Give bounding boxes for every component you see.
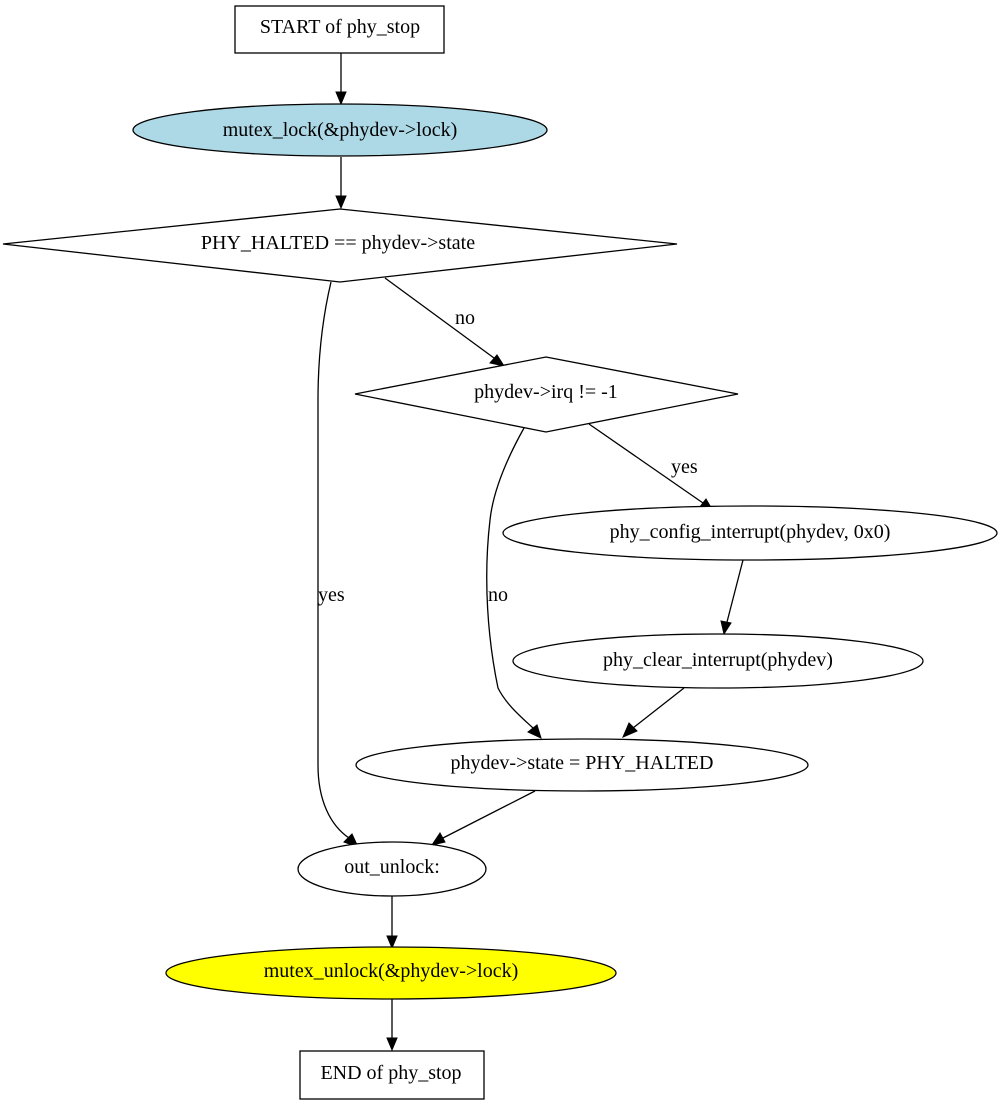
mutex-unlock-ellipse: [165, 946, 617, 1000]
halted-check-node: PHY_HALTED == phydev->state: [2, 208, 678, 283]
end-box: [299, 1050, 485, 1100]
halted-check-label: PHY_HALTED == phydev->state: [201, 232, 475, 254]
set-halted-label: phydev->state = PHY_HALTED: [451, 752, 714, 774]
set-halted-node: phydev->state = PHY_HALTED: [355, 738, 809, 792]
halted-check-diamond: [2, 208, 678, 283]
edge-halted-check-to-irq-check: [384, 277, 495, 359]
arrowhead: [386, 935, 398, 950]
out-unlock-label: out_unlock:: [344, 856, 440, 878]
arrowhead: [527, 724, 542, 739]
edge-label-yes: yes: [671, 456, 698, 478]
start-box: [234, 5, 445, 54]
end-label: END of phy_stop: [320, 1062, 461, 1084]
clear-interrupt-node: phy_clear_interrupt(phydev): [512, 633, 924, 689]
start-node: START of phy_stop: [234, 5, 445, 54]
mutex-unlock-node: mutex_unlock(&phydev->lock): [165, 946, 617, 1000]
config-interrupt-label: phy_config_interrupt(phydev, 0x0): [610, 521, 891, 543]
edges: no yes yes no: [317, 53, 744, 1052]
mutex-lock-node: mutex_lock(&phydev->lock): [132, 103, 548, 157]
out-unlock-ellipse: [297, 841, 487, 897]
end-node: END of phy_stop: [299, 1050, 485, 1100]
clear-interrupt-label: phy_clear_interrupt(phydev): [603, 649, 833, 671]
edge-label-no: no: [488, 584, 508, 606]
arrowhead: [430, 832, 446, 846]
mutex-lock-label: mutex_lock(&phydev->lock): [223, 119, 458, 141]
arrowhead: [622, 722, 638, 738]
edge-irq-check-to-set-halted: [486, 427, 534, 729]
mutex-lock-ellipse: [132, 103, 548, 157]
config-interrupt-ellipse: [502, 505, 998, 561]
arrowhead: [335, 195, 347, 210]
edge-config-irq-to-clear-irq: [726, 559, 744, 623]
edge-label-yes: yes: [318, 584, 345, 606]
irq-check-label: phydev->irq != -1: [474, 381, 618, 403]
clear-interrupt-ellipse: [512, 633, 924, 689]
arrowhead: [335, 91, 347, 106]
edge-set-halted-to-out-unlock: [442, 790, 536, 839]
set-halted-ellipse: [355, 738, 809, 792]
edge-irq-check-to-config-irq: [588, 423, 704, 504]
nodes: START of phy_stop mutex_lock(&phydev->lo…: [2, 5, 998, 1100]
irq-check-node: phydev->irq != -1: [354, 356, 739, 433]
arrowhead: [489, 354, 506, 367]
edge-label-no: no: [455, 307, 475, 329]
start-label: START of phy_stop: [260, 16, 420, 38]
config-interrupt-node: phy_config_interrupt(phydev, 0x0): [502, 505, 998, 561]
mutex-unlock-label: mutex_unlock(&phydev->lock): [264, 960, 519, 982]
edge-clear-irq-to-set-halted: [632, 687, 685, 729]
irq-check-diamond: [354, 356, 739, 433]
arrowhead: [720, 620, 732, 636]
out-unlock-node: out_unlock:: [297, 841, 487, 897]
edge-halted-check-to-out-unlock: [317, 281, 350, 839]
arrowhead: [386, 1037, 398, 1052]
